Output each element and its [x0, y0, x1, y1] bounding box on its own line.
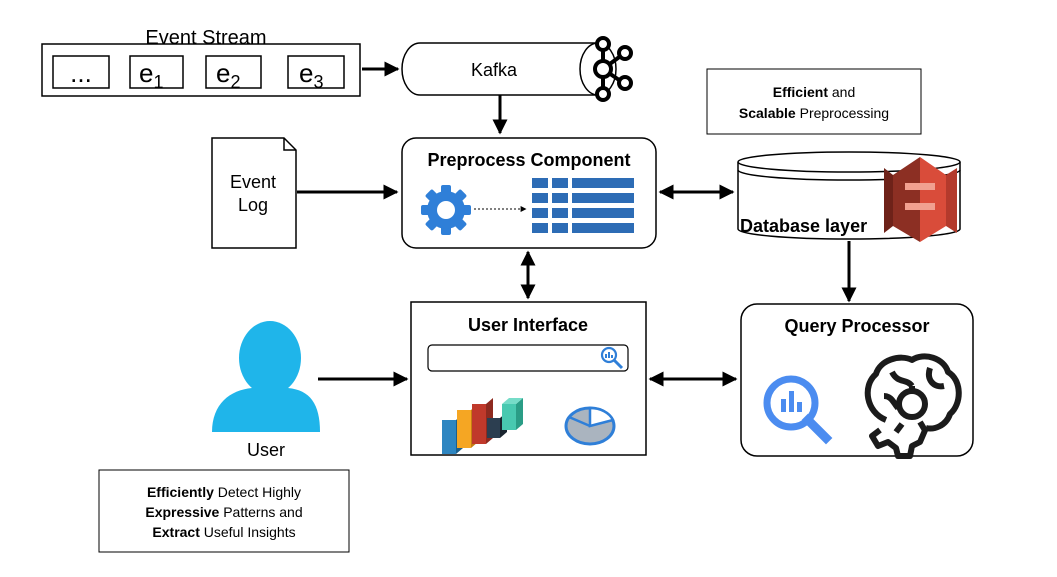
database-label: Database layer: [740, 216, 867, 236]
ui-title: User Interface: [468, 315, 588, 335]
gear-icon: [421, 185, 471, 235]
event-stream-title: Event Stream: [145, 27, 266, 49]
user-interface: User Interface: [410, 301, 647, 456]
event-log-label: Log: [238, 195, 268, 215]
event-log-label: Event: [230, 172, 276, 192]
kafka-label: Kafka: [471, 60, 518, 80]
database-layer: Database layer: [737, 151, 961, 242]
query-processor: Query Processor: [740, 303, 974, 459]
user-icon: [212, 321, 320, 432]
pie-chart-icon: [564, 406, 616, 446]
search-icon: [600, 346, 624, 370]
note-line: Extract Useful Insights: [152, 524, 295, 540]
event-cell: e3: [287, 55, 345, 92]
event-stream: Event Stream ... e1 e2 e3: [41, 27, 361, 97]
event-log-document: Event Log: [211, 137, 297, 249]
query-processor-title: Query Processor: [784, 316, 929, 336]
bigquery-icon: [763, 375, 833, 445]
event-cell-label: e3: [299, 58, 323, 92]
note-line: Efficiently Detect Highly: [147, 484, 301, 500]
bar-chart-icon: [442, 398, 523, 454]
note-line: Expressive Patterns and: [145, 504, 302, 520]
preprocess-title: Preprocess Component: [427, 150, 630, 170]
note-line: Efficient and: [773, 84, 855, 100]
event-cell: ...: [52, 55, 110, 89]
note-preprocessing: Efficient and Scalable Preprocessing: [706, 68, 922, 135]
search-bar[interactable]: [427, 344, 629, 372]
note-insights: Efficiently Detect Highly Expressive Pat…: [98, 469, 350, 553]
preprocess-component: Preprocess Component: [401, 137, 657, 249]
s3-bucket-icon: [884, 157, 957, 242]
table-icon: [532, 178, 634, 233]
user-avatar: User: [212, 321, 320, 460]
event-cell: e2: [205, 55, 262, 92]
event-cell-label: ...: [70, 58, 92, 88]
brain-gear-icon: [864, 353, 962, 459]
kafka-node: Kafka: [401, 36, 633, 102]
user-label: User: [247, 440, 285, 460]
kafka-icon: [593, 36, 633, 102]
note-line: Scalable Preprocessing: [739, 105, 889, 121]
event-cell-label: e1: [139, 58, 163, 92]
event-cell: e1: [129, 55, 184, 92]
event-cell-label: e2: [216, 58, 240, 92]
